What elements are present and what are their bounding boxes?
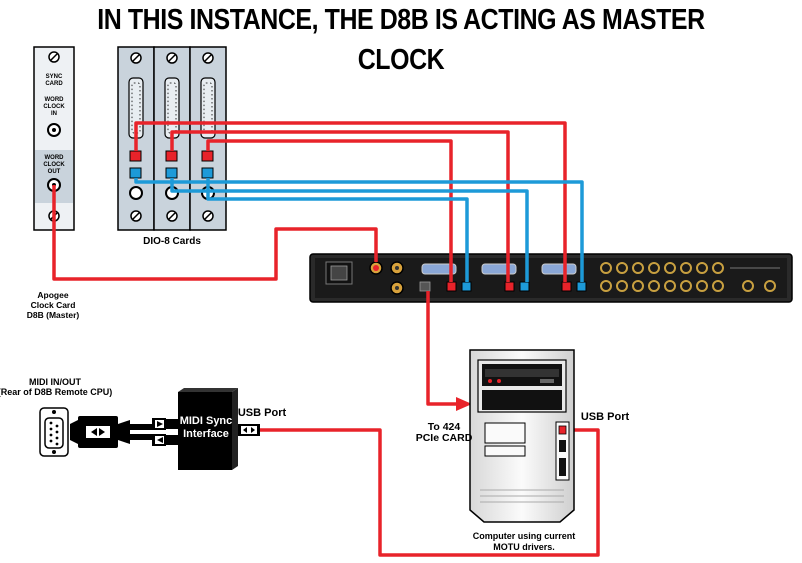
- computer-tower: [469, 349, 575, 523]
- dio-cards-label: DIO-8 Cards: [143, 236, 201, 247]
- midi-sync-interface: MIDI Sync Interface: [178, 388, 260, 470]
- word-clock-in-label-1: WORD: [45, 97, 65, 103]
- db9-connector-icon: [39, 407, 69, 457]
- audio-interface-panel: [309, 253, 793, 303]
- word-clock-out-label-2: CLOCK: [43, 162, 65, 168]
- pcie-label-line-1: To 424: [428, 421, 461, 433]
- usb-cable: [259, 428, 600, 557]
- word-clock-in-label-2: CLOCK: [43, 104, 65, 110]
- screw-icon: [48, 51, 60, 63]
- midi-in-out-arrows-icon: [152, 418, 178, 446]
- word-clock-out-label-3: OUT: [48, 169, 61, 175]
- blue-optical-cables: [134, 178, 584, 282]
- red-optical-cables: [134, 121, 567, 282]
- usb-port-right-label: USB Port: [581, 411, 630, 423]
- midi-label-line-1: MIDI IN/OUT: [29, 377, 81, 387]
- apogee-label-line-2: Clock Card: [31, 300, 76, 310]
- sync-card-label-2: CARD: [45, 81, 63, 87]
- usb-port-left-label: USB Port: [238, 407, 287, 419]
- sync-card-label-1: SYNC: [46, 74, 63, 80]
- sync-interface-label-2: Interface: [183, 428, 229, 440]
- computer-label-line-2: MOTU drivers.: [493, 542, 555, 552]
- apogee-label-line-3: D8B (Master): [27, 310, 80, 320]
- bnc-in-connector-icon: [47, 123, 61, 137]
- midi-label-line-2: (Rear of D8B Remote CPU): [0, 387, 112, 397]
- apogee-label-line-1: Apogee: [37, 290, 68, 300]
- sync-interface-label-1: MIDI Sync: [180, 415, 233, 427]
- word-clock-out-label-1: WORD: [45, 155, 65, 161]
- diagram-title: IN THIS INSTANCE, THE D8B IS ACTING AS M…: [97, 4, 705, 76]
- midi-adapter-icon: [70, 416, 152, 448]
- word-clock-cable: [52, 185, 378, 281]
- sync-card: SYNC CARD WORD CLOCK IN WORD CLOCK OUT: [33, 46, 75, 231]
- pcie-label-line-2: PCIe CARD: [416, 432, 473, 444]
- pcie-arrow-icon: [456, 397, 472, 411]
- pcie-cable: [426, 291, 466, 406]
- dio-card-3: [189, 46, 227, 231]
- computer-label-line-1: Computer using current: [473, 531, 576, 541]
- word-clock-in-label-3: IN: [51, 111, 57, 117]
